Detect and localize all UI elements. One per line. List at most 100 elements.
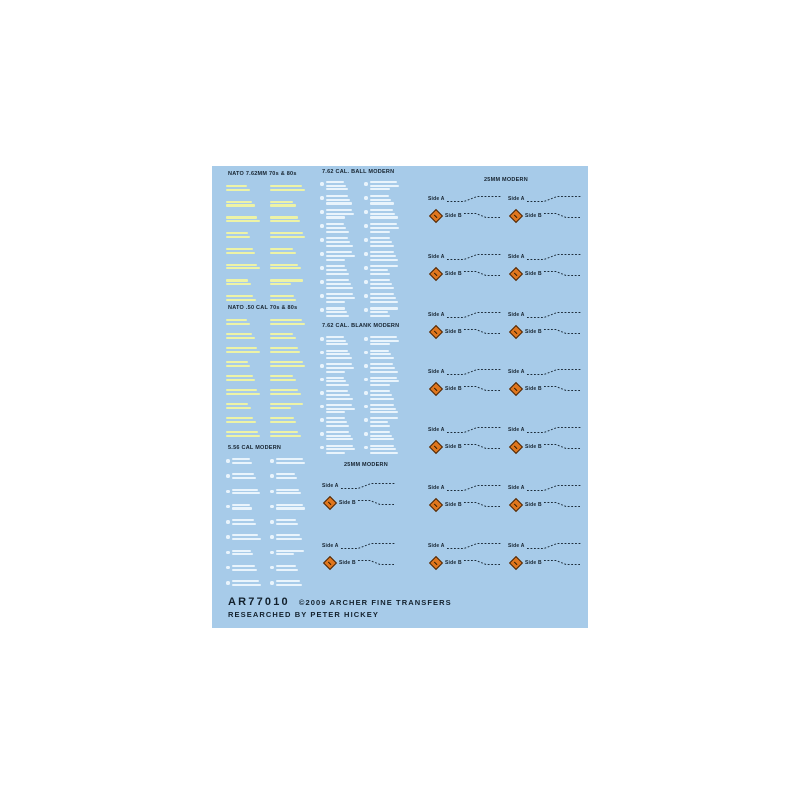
cut-line (340, 543, 395, 549)
decal-group: Side A Side B (322, 480, 402, 510)
stencil-emblem-icon (226, 535, 230, 539)
stencil-text-block (270, 580, 307, 586)
stencil-text-block (320, 430, 357, 441)
stencil-emblem-icon (320, 224, 324, 228)
side-b-label: Side B (445, 443, 462, 450)
stencil-text-block (270, 247, 307, 254)
stencil-text-block (320, 307, 357, 317)
stencil-emblem-icon (364, 377, 368, 382)
stencil-text-block (270, 503, 307, 510)
stencil-text-block (226, 580, 263, 586)
side-b-label: Side B (445, 501, 462, 508)
side-b-label: Side B (445, 559, 462, 566)
side-a-label: Side A (508, 484, 525, 491)
stencil-text-block (270, 319, 307, 325)
stencil-text-block (364, 376, 401, 387)
stencil-text-block (320, 181, 357, 191)
cut-line (543, 502, 580, 507)
stencil-text-block (320, 349, 357, 360)
stencil-text-block (364, 336, 401, 346)
stencil-emblem-icon (364, 266, 368, 270)
hazard-diamond-icon (508, 439, 523, 454)
stencil-text-block (364, 209, 401, 219)
side-a-label: Side A (428, 368, 445, 375)
stencil-text-block (320, 195, 357, 205)
stencil-text-block (320, 444, 357, 454)
cut-line (446, 427, 501, 433)
stencil-text-block (364, 279, 401, 289)
side-b-label: Side B (445, 328, 462, 335)
side-a-label: Side A (322, 482, 339, 489)
side-a-label: Side A (508, 368, 525, 375)
side-b-label: Side B (525, 270, 542, 277)
stencil-text-block (270, 295, 307, 301)
cut-line (446, 254, 501, 260)
cut-line (526, 254, 581, 260)
cut-line (340, 483, 395, 489)
stencil-text-block (270, 417, 307, 423)
stencil-text-block (226, 232, 263, 238)
stencil-emblem-icon (364, 224, 368, 228)
stencil-emblem-icon (364, 445, 368, 450)
stencil-emblem-icon (226, 459, 230, 463)
stencil-emblem-icon (320, 294, 324, 298)
hazard-diamond-icon (322, 495, 337, 510)
cut-line (526, 427, 581, 433)
section-title-762-ball: 7.62 CAL. BALL MODERN (322, 169, 395, 175)
cut-line (463, 560, 500, 565)
stencil-emblem-icon (320, 280, 324, 284)
stencil-text-block (226, 185, 263, 191)
copyright-text: ©2009 ARCHER FINE TRANSFERS (298, 598, 452, 607)
stencil-emblem-icon (364, 418, 368, 422)
stencil-emblem-icon (270, 565, 274, 570)
stencil-emblem-icon (226, 581, 230, 585)
stencil-text-block (270, 333, 307, 339)
hazard-diamond-icon (428, 208, 443, 223)
cut-line (463, 271, 500, 276)
stencil-text-block (320, 209, 357, 219)
stencil-text-block (226, 347, 263, 353)
hazard-diamond-icon (428, 266, 443, 281)
side-b-label: Side B (525, 385, 542, 392)
side-a-label: Side A (508, 253, 525, 260)
side-b-label: Side B (339, 499, 356, 506)
stencil-emblem-icon (270, 504, 274, 509)
side-a-label: Side A (508, 542, 525, 549)
stencil-emblem-icon (320, 252, 324, 256)
cut-line (446, 485, 501, 491)
stencil-emblem-icon (364, 364, 368, 368)
hazard-diamond-icon (508, 497, 523, 512)
stencil-text-block (320, 279, 357, 289)
cut-line (463, 386, 500, 391)
stencil-text-block (364, 293, 401, 303)
stencil-emblem-icon (320, 266, 324, 270)
stencil-emblem-icon (270, 474, 274, 478)
section-title-25mm-left: 25MM MODERN (344, 462, 389, 468)
cut-line (543, 560, 580, 565)
stencil-text-block (270, 473, 307, 480)
cut-line (543, 271, 580, 276)
stencil-text-block (320, 363, 357, 373)
stencil-emblem-icon (270, 535, 274, 539)
hazard-diamond-icon (508, 208, 523, 223)
stencil-text-block (270, 232, 307, 238)
stencil-emblem-icon (270, 489, 274, 494)
stencil-text-block (226, 488, 263, 495)
decal-group: Side A Side B (508, 251, 588, 281)
stencil-text-block (226, 534, 263, 541)
stencil-text-block (320, 223, 357, 233)
stencil-text-block (270, 216, 307, 223)
cut-line (357, 560, 394, 565)
cut-line (446, 369, 501, 375)
side-b-label: Side B (525, 212, 542, 219)
stencil-text-block (270, 458, 307, 464)
stencil-text-block (364, 363, 401, 373)
hazard-diamond-icon (428, 497, 443, 512)
